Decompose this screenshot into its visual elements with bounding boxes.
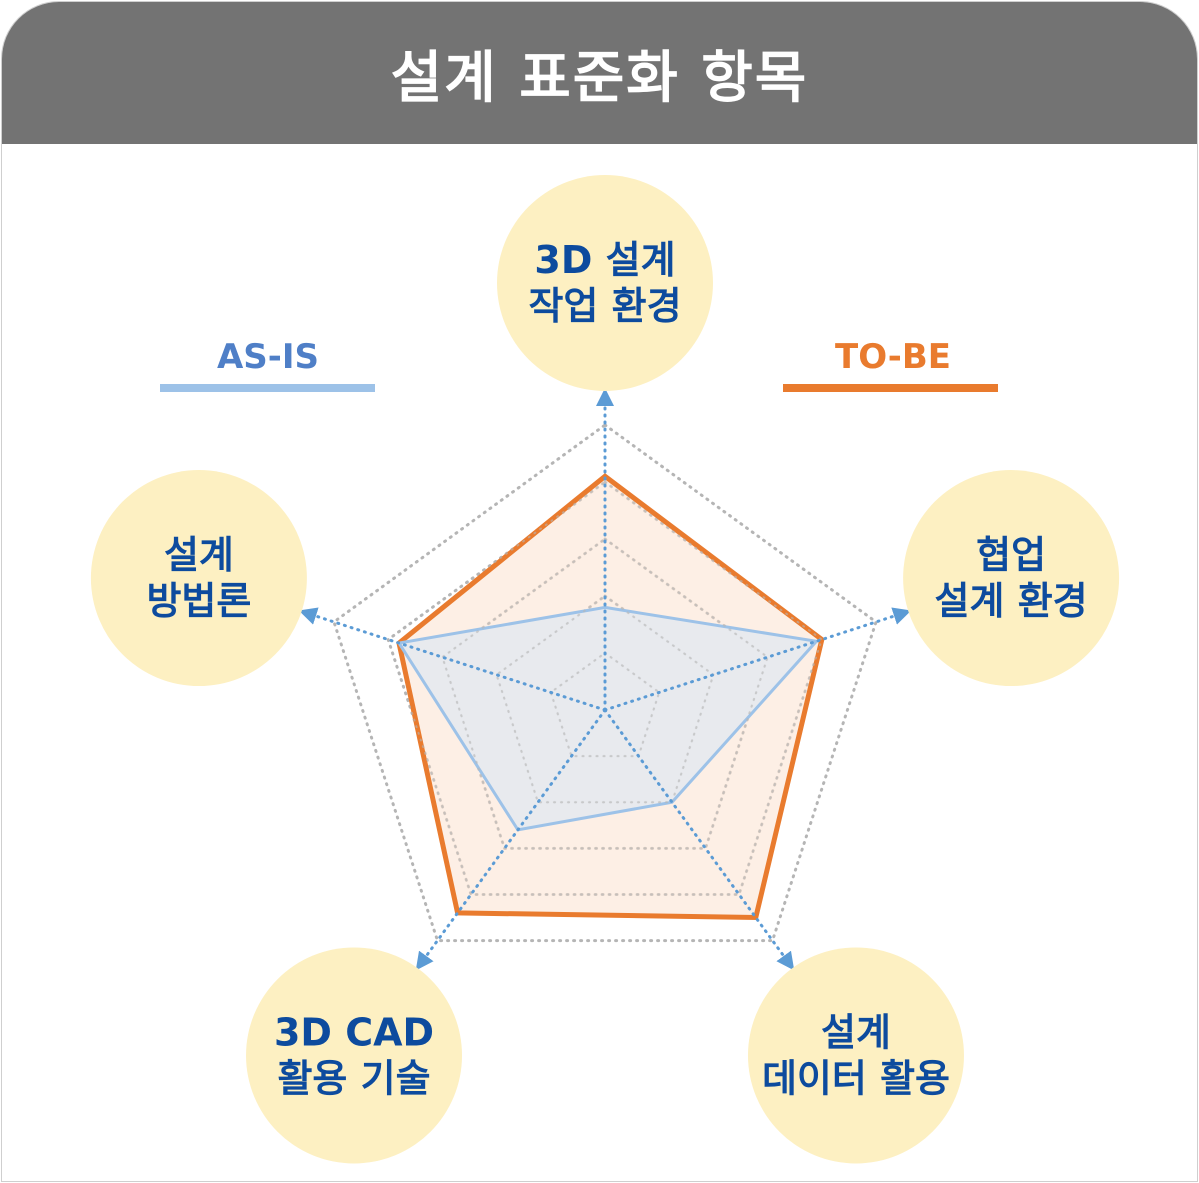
grid-ring-overlay-3 bbox=[441, 537, 769, 850]
axis-line-1 bbox=[603, 607, 912, 712]
axis-label-circle bbox=[903, 470, 1120, 687]
axis-label-text: 작업 환경 bbox=[528, 284, 681, 328]
series-as-is bbox=[396, 605, 820, 832]
axis-label-circle bbox=[497, 175, 713, 391]
axis-label-text: 설계 bbox=[164, 533, 234, 577]
legend-to-be-label: TO-BE bbox=[835, 337, 951, 377]
radar-axes bbox=[298, 388, 912, 971]
axis-label-text: 3D CAD bbox=[274, 1010, 434, 1054]
axis-label-circle bbox=[747, 947, 964, 1164]
axis-line-3 bbox=[415, 708, 607, 971]
legend: AS-IS TO-BE bbox=[160, 337, 998, 392]
axis-label-text: 3D 설계 bbox=[534, 238, 675, 282]
header-bar: 설계 표준화 항목 bbox=[2, 2, 1197, 144]
grid-ring-overlay-1 bbox=[549, 651, 661, 758]
axis-label-circle bbox=[90, 470, 307, 687]
axis-label-text: 협업 bbox=[976, 533, 1046, 577]
axis-label-circle bbox=[246, 947, 463, 1164]
legend-as-is-label: AS-IS bbox=[217, 337, 319, 377]
radar-series bbox=[332, 423, 878, 942]
grid-ring-overlay-5 bbox=[332, 423, 878, 942]
axis-line-2 bbox=[603, 708, 795, 971]
axis-label-text: 설계 bbox=[821, 1010, 891, 1054]
axis-label-text: 설계 환경 bbox=[935, 579, 1088, 623]
grid-ring-overlay-4 bbox=[386, 480, 824, 896]
axis-label-text: 활용 기술 bbox=[277, 1056, 430, 1100]
page-title: 설계 표준화 항목 bbox=[390, 45, 809, 111]
axis-label-text: 데이터 활용 bbox=[762, 1056, 950, 1100]
axis-line-4 bbox=[298, 607, 607, 712]
axis-label-text: 방법론 bbox=[146, 579, 251, 623]
grid-ring-overlay-2 bbox=[495, 594, 715, 804]
